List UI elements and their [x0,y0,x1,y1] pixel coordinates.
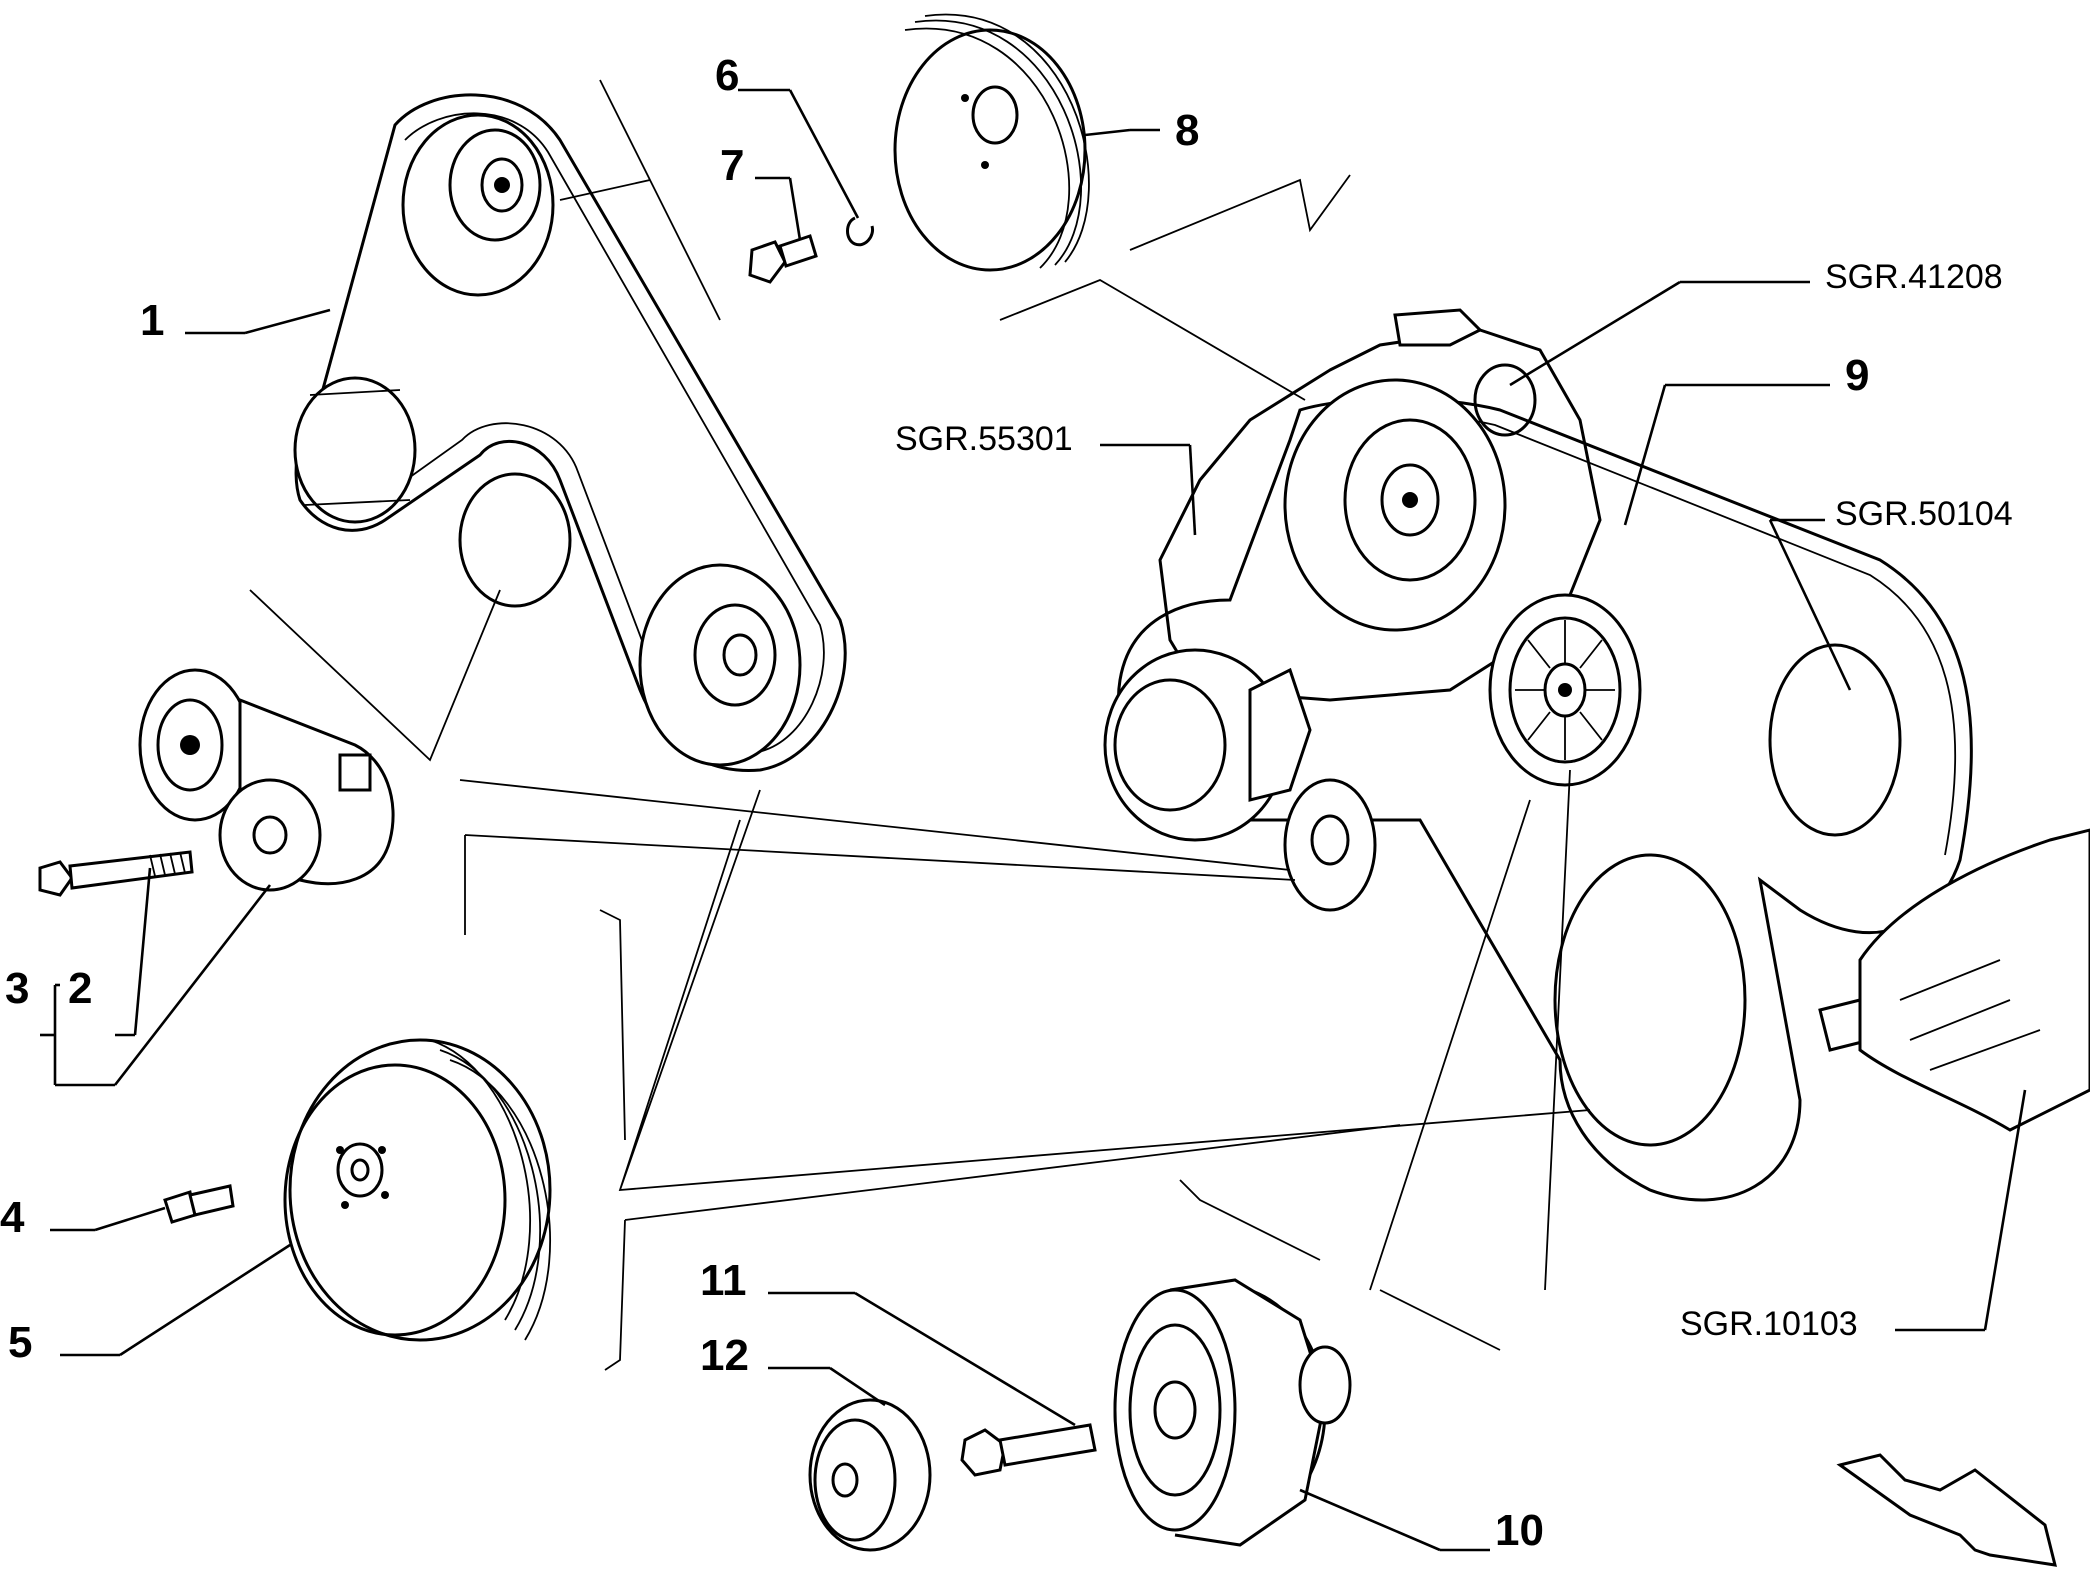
pulley-bolt-4 [163,1184,235,1224]
idler-pulley-10 [1113,1278,1352,1547]
power-steering-pulley [1283,378,1507,632]
top-pulley [401,113,555,297]
engine-belt-assembly [1103,308,2090,1202]
circlip-6 [846,216,875,247]
ac-compressor-pulley [1768,643,1902,837]
idler-pulley-left [293,376,417,524]
crank-pulley-5 [283,1038,552,1342]
label-part-1: 1 [140,296,164,345]
idler-pulley-middle [458,472,572,608]
label-part-11: 11 [700,1256,747,1305]
belt-tensioner [138,668,395,892]
label-part-6: 6 [715,51,739,100]
label-part-7: 7 [720,141,744,190]
ref-sgr-10103: SGR.10103 [1680,1305,1858,1343]
label-part-9: 9 [1845,351,1869,400]
label-part-8: 8 [1175,106,1199,155]
bolt-7 [748,234,818,284]
ref-sgr-55301: SGR.55301 [895,420,1073,458]
label-part-4: 4 [0,1193,25,1242]
pulley-8 [893,13,1090,272]
bolt-11 [960,1423,1097,1477]
tensioner-pulley [1283,778,1377,912]
cover-cap-12 [808,1398,932,1552]
label-part-5: 5 [8,1318,32,1367]
tensioner-bolt [38,850,194,897]
label-part-3: 3 [5,964,29,1013]
ref-sgr-41208: SGR.41208 [1825,258,2003,296]
label-part-12: 12 [700,1331,749,1380]
label-part-2: 2 [68,964,92,1013]
front-direction-arrow-icon [1836,1453,2058,1567]
crankshaft-pulley [1553,853,1747,1147]
bottom-pulley [638,563,802,767]
label-part-10: 10 [1495,1506,1544,1555]
ref-sgr-50104: SGR.50104 [1835,495,2013,533]
belt-1-assembly [293,93,847,772]
